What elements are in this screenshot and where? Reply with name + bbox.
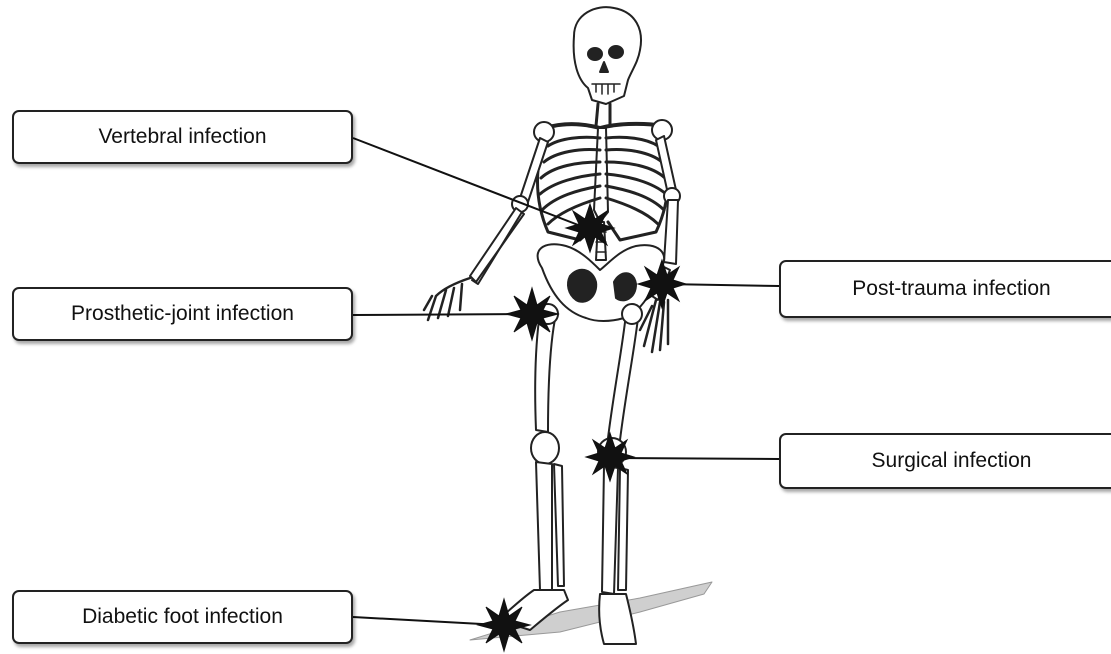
label-vertebral-infection: Vertebral infection <box>12 110 353 164</box>
label-diabetic-foot-infection: Diabetic foot infection <box>12 590 353 644</box>
connector-prosthetic <box>353 314 530 315</box>
connector-surgical <box>612 458 779 459</box>
label-diabetic-text: Diabetic foot infection <box>82 605 283 629</box>
connector-diabetic <box>353 617 500 625</box>
label-surgical-text: Surgical infection <box>872 449 1032 473</box>
label-vertebral-text: Vertebral infection <box>98 125 266 149</box>
label-posttrauma-text: Post-trauma infection <box>852 277 1050 301</box>
connector-vertebral <box>353 138 586 228</box>
label-prosthetic-joint-infection: Prosthetic-joint infection <box>12 287 353 341</box>
label-surgical-infection: Surgical infection <box>779 433 1111 489</box>
starburst-surgical <box>586 433 634 481</box>
label-prosthetic-text: Prosthetic-joint infection <box>71 302 294 326</box>
starburst-vertebral <box>566 204 614 252</box>
starburst-posttrauma <box>638 260 686 308</box>
skeleton-illustration <box>424 7 712 644</box>
label-post-trauma-infection: Post-trauma infection <box>779 260 1111 318</box>
